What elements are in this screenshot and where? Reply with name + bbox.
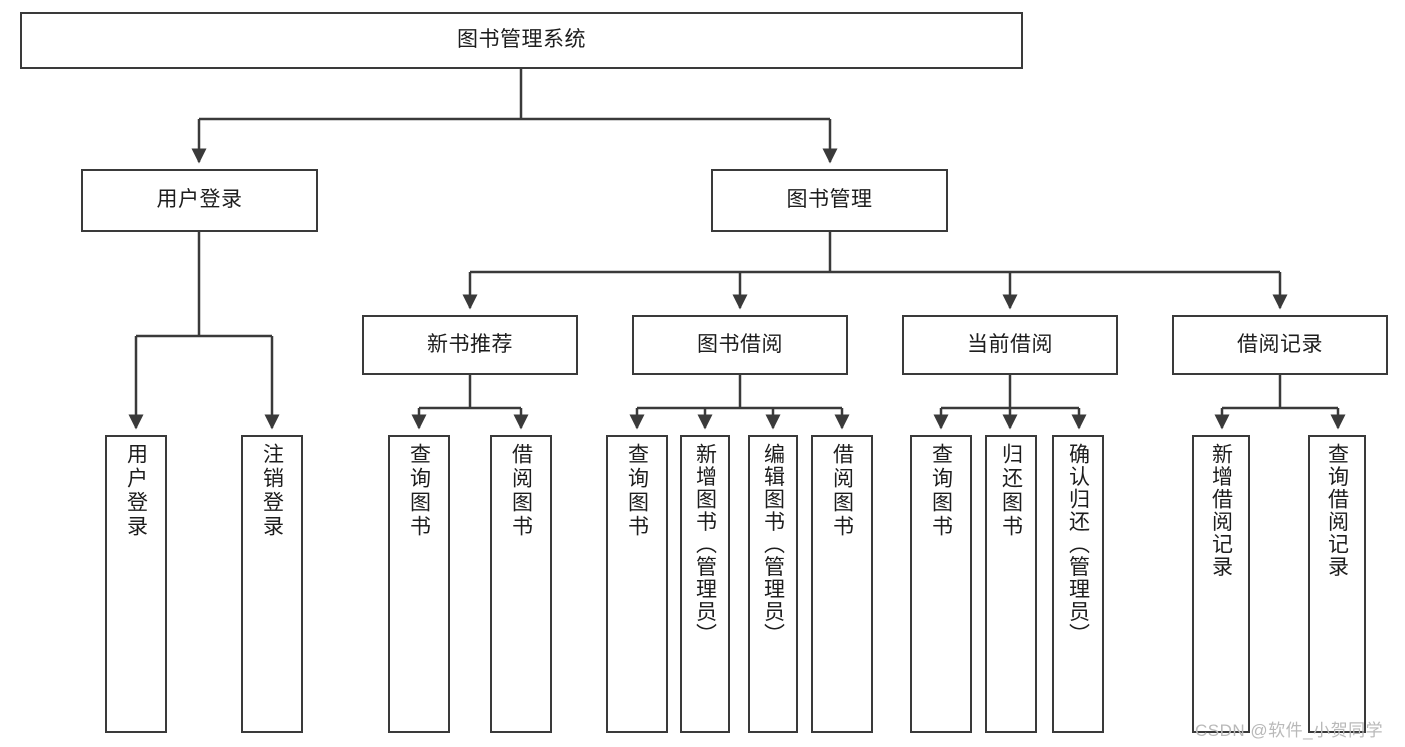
node-leaf-add-book-label: 新增图书（管理员） [693, 443, 717, 646]
node-leaf-return-book-label: 归还图书 [999, 443, 1023, 539]
node-leaf-borrow-book-2[interactable]: 借阅图书 [811, 435, 873, 733]
node-leaf-logout-login-label: 注销登录 [260, 443, 284, 539]
node-leaf-borrow-book-1-label: 借阅图书 [509, 443, 533, 539]
node-user-login-label: 用户登录 [156, 188, 243, 212]
node-book-borrow-label: 图书借阅 [697, 332, 783, 356]
node-leaf-add-record[interactable]: 新增借阅记录 [1192, 435, 1250, 733]
node-leaf-query-book-1-label: 查询图书 [407, 443, 431, 539]
node-leaf-logout-login[interactable]: 注销登录 [241, 435, 303, 733]
node-leaf-query-book-3[interactable]: 查询图书 [910, 435, 972, 733]
node-current-borrow[interactable]: 当前借阅 [902, 315, 1118, 375]
node-current-borrow-label: 当前借阅 [967, 332, 1053, 356]
node-leaf-borrow-book-1[interactable]: 借阅图书 [490, 435, 552, 733]
node-new-book-recommend-label: 新书推荐 [427, 332, 513, 356]
node-leaf-edit-book-label: 编辑图书（管理员） [761, 443, 785, 646]
node-borrow-record-label: 借阅记录 [1237, 332, 1323, 356]
node-leaf-add-book[interactable]: 新增图书（管理员） [680, 435, 730, 733]
node-leaf-user-login-label: 用户登录 [124, 443, 148, 539]
node-leaf-add-record-label: 新增借阅记录 [1209, 443, 1233, 578]
node-leaf-query-book-2[interactable]: 查询图书 [606, 435, 668, 733]
node-user-login[interactable]: 用户登录 [81, 169, 318, 232]
node-leaf-return-book[interactable]: 归还图书 [985, 435, 1037, 733]
node-leaf-borrow-book-2-label: 借阅图书 [830, 443, 854, 539]
node-root[interactable]: 图书管理系统 [20, 12, 1023, 69]
csdn-watermark: CSDN @软件_小贺同学 [1195, 721, 1384, 740]
node-book-management[interactable]: 图书管理 [711, 169, 948, 232]
node-new-book-recommend[interactable]: 新书推荐 [362, 315, 578, 375]
node-book-management-label: 图书管理 [786, 188, 873, 212]
node-leaf-confirm-return[interactable]: 确认归还（管理员） [1052, 435, 1104, 733]
node-leaf-user-login[interactable]: 用户登录 [105, 435, 167, 733]
node-root-label: 图书管理系统 [457, 28, 586, 52]
node-leaf-query-book-1[interactable]: 查询图书 [388, 435, 450, 733]
node-leaf-query-record-label: 查询借阅记录 [1325, 443, 1349, 578]
node-leaf-query-record[interactable]: 查询借阅记录 [1308, 435, 1366, 733]
node-borrow-record[interactable]: 借阅记录 [1172, 315, 1388, 375]
node-leaf-query-book-3-label: 查询图书 [929, 443, 953, 539]
node-book-borrow[interactable]: 图书借阅 [632, 315, 848, 375]
node-leaf-query-book-2-label: 查询图书 [625, 443, 649, 539]
node-leaf-confirm-return-label: 确认归还（管理员） [1066, 443, 1090, 646]
node-leaf-edit-book[interactable]: 编辑图书（管理员） [748, 435, 798, 733]
